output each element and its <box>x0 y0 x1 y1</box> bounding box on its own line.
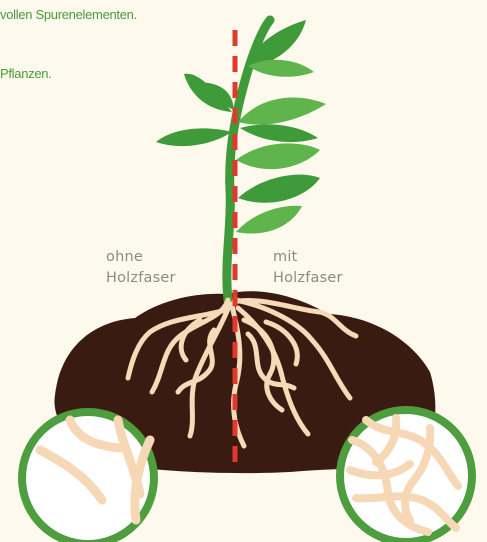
label-without-wood-fiber: ohne Holzfaser <box>106 247 176 289</box>
label-with-wood-fiber: mit Holzfaser <box>273 247 343 289</box>
root-detail-circle-left <box>22 412 154 542</box>
plant-leaves <box>156 20 326 234</box>
label-right-line-1: mit <box>273 247 343 268</box>
root-detail-circle-right <box>340 410 472 542</box>
label-left-line-1: ohne <box>106 247 176 268</box>
label-left-line-2: Holzfaser <box>106 268 176 289</box>
label-right-line-2: Holzfaser <box>273 268 343 289</box>
